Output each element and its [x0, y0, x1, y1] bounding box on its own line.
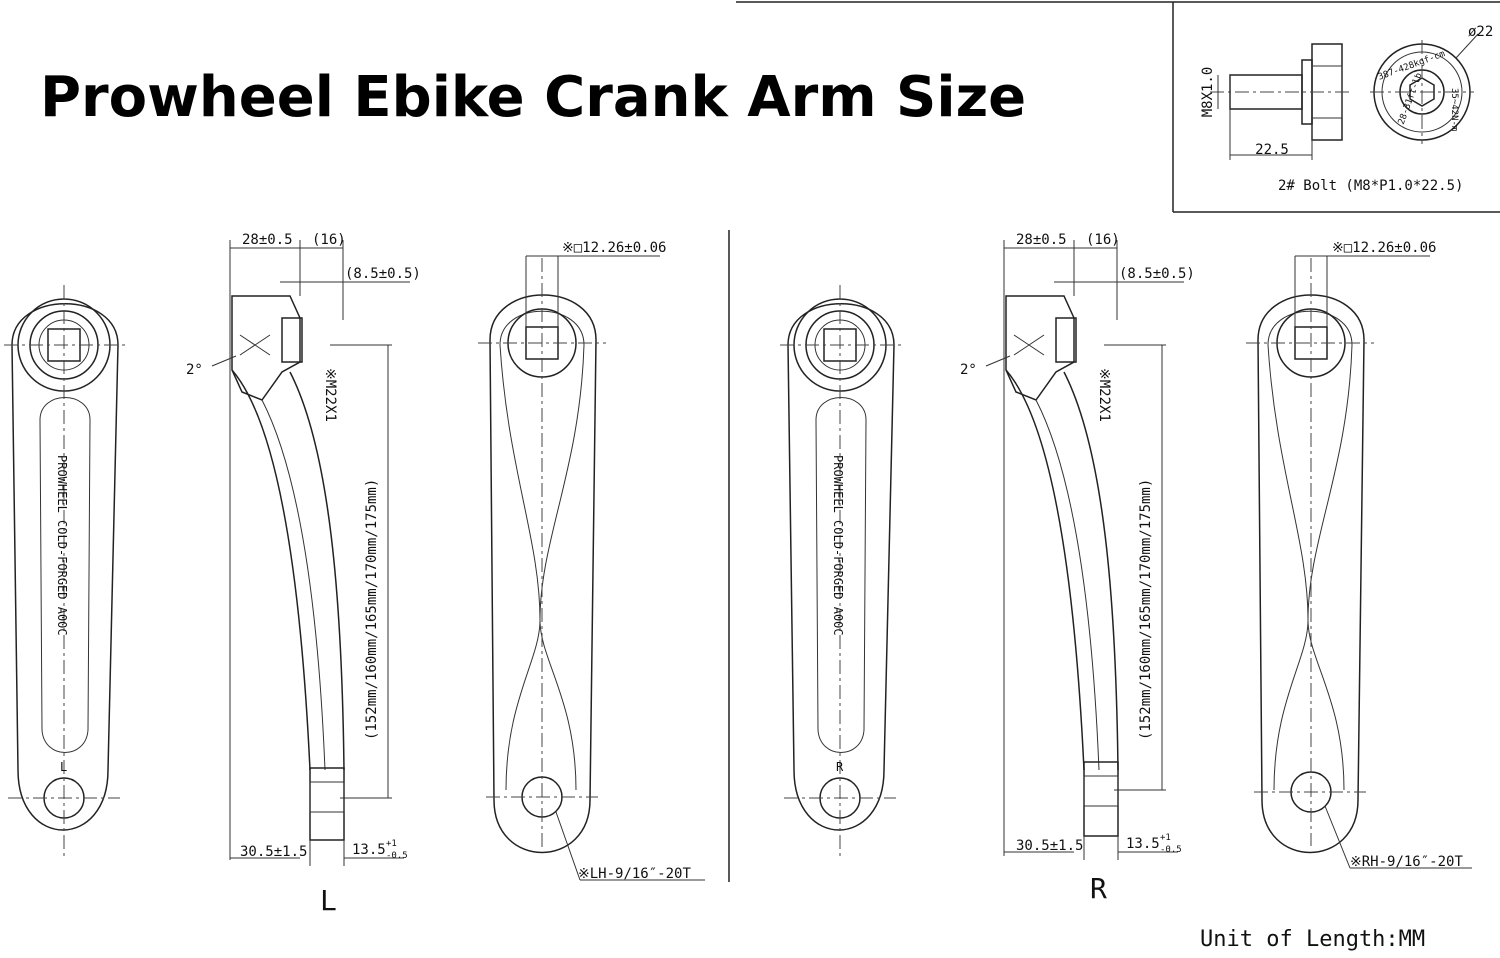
left-arm-mark: L: [60, 760, 67, 774]
right-length-label: (152mm/160mm/165mm/170mm/175mm): [1138, 479, 1154, 740]
left-dim-bottom: 30.5±1.5: [240, 844, 307, 860]
right-dim-pedal-tol-dn: -0.5: [1160, 845, 1182, 855]
right-arm-text: PROWHEEL COLD-FORGED A00C: [831, 455, 845, 636]
right-dim-85: (8.5±0.5): [1119, 266, 1195, 282]
bolt-length-label: 22.5: [1255, 142, 1289, 158]
bolt-diameter-label: ø22: [1468, 24, 1493, 40]
left-angle: 2°: [186, 362, 203, 378]
left-back-view: ※□12.26±0.06 ※LH-9/16″-20T: [478, 240, 705, 882]
bolt-torque-nm: 35~42N-m: [1449, 88, 1459, 131]
bolt-side-view: 22.5 M8X1.0 2# Bolt (M8*P1.0*22.5): [1200, 43, 1463, 194]
left-thread-label: ※M22X1: [322, 368, 338, 422]
right-dim-16: (16): [1086, 232, 1120, 248]
right-side-view: 28±0.5 (16) (8.5±0.5) 2° ※M22X1 (152mm/1…: [960, 232, 1195, 905]
left-letter: L: [320, 884, 337, 917]
right-dim-pedal: 13.5: [1126, 836, 1160, 852]
bolt-inset: 22.5 M8X1.0 2# Bolt (M8*P1.0*22.5) ø22 3…: [736, 1, 1500, 213]
left-dim-85: (8.5±0.5): [345, 266, 421, 282]
right-dim-width: 28±0.5: [1016, 232, 1067, 248]
right-square-label: ※□12.26±0.06: [1332, 240, 1436, 256]
unit-note: Unit of Length:MM: [1200, 927, 1425, 952]
left-front-view: PROWHEEL COLD-FORGED A00C L: [4, 285, 126, 860]
left-dim-width: 28±0.5: [242, 232, 293, 248]
right-crank-set: PROWHEEL COLD-FORGED A00C R: [780, 232, 1472, 905]
left-dim-16: (16): [312, 232, 346, 248]
left-dim-pedal-tol-up: +1: [386, 839, 397, 849]
right-letter: R: [1090, 872, 1107, 905]
left-pedal-thread: ※LH-9/16″-20T: [578, 866, 691, 882]
left-crank-set: PROWHEEL COLD-FORGED A00C L: [4, 232, 705, 917]
bolt-thread-label: M8X1.0: [1200, 67, 1216, 118]
diagram-title: Prowheel Ebike Crank Arm Size: [40, 65, 1027, 130]
right-front-view: PROWHEEL COLD-FORGED A00C R: [780, 285, 902, 860]
right-dim-bottom: 30.5±1.5: [1016, 838, 1083, 854]
left-side-view: 28±0.5 (16) (8.5±0.5) 2° ※M22X1 (152mm/1…: [186, 232, 421, 917]
right-arm-mark: R: [836, 760, 844, 774]
bolt-caption: 2# Bolt (M8*P1.0*22.5): [1278, 178, 1463, 194]
bolt-end-view: ø22 387-428kgf-cm 35~42N-m 28-31ft-lb: [1370, 24, 1493, 144]
right-angle: 2°: [960, 362, 977, 378]
left-arm-text: PROWHEEL COLD-FORGED A00C: [55, 455, 69, 636]
right-back-view: ※□12.26±0.06 ※RH-9/16″-20T: [1246, 240, 1472, 870]
bolt-torque-kgf: 387-428kgf-cm: [1377, 49, 1447, 82]
right-pedal-thread: ※RH-9/16″-20T: [1350, 854, 1463, 870]
right-dim-pedal-tol-up: +1: [1160, 833, 1171, 843]
left-length-label: (152mm/160mm/165mm/170mm/175mm): [364, 479, 380, 740]
right-thread-label: ※M22X1: [1096, 368, 1112, 422]
left-dim-pedal: 13.5: [352, 842, 386, 858]
left-dim-pedal-tol-dn: -0.5: [386, 851, 408, 861]
left-square-label: ※□12.26±0.06: [562, 240, 666, 256]
